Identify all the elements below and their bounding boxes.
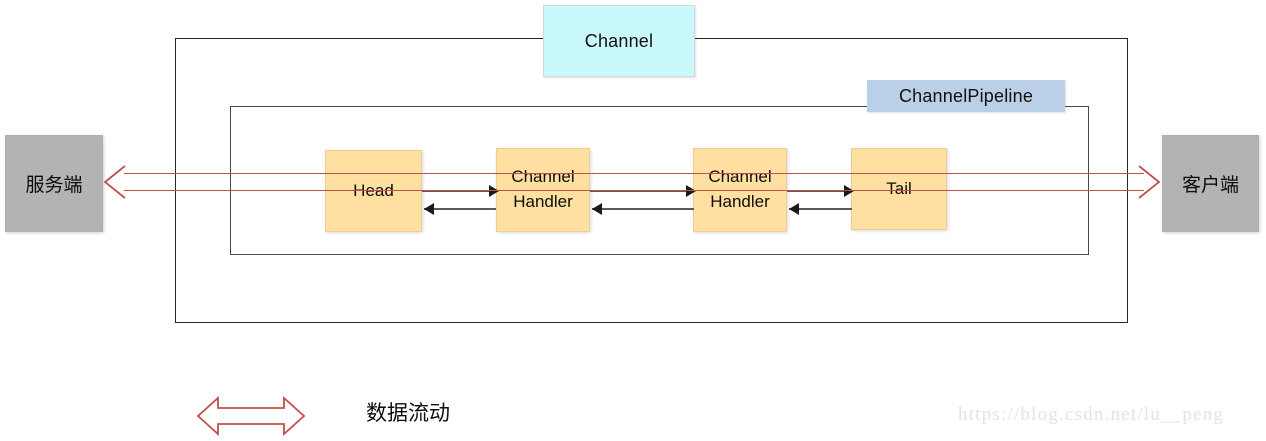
arrow-handler1-to-head-line — [424, 208, 496, 210]
handler-channelhandler-2-label: Channel Handler — [708, 167, 772, 211]
watermark-text: https://blog.csdn.net/lu__peng — [958, 404, 1225, 425]
arrow-head-to-handler1-tip — [489, 185, 499, 197]
arrow-handler2-to-handler1-tip — [592, 203, 602, 215]
handler-head-box: Head — [325, 150, 422, 232]
arrow-handler2-to-tail-line — [787, 190, 852, 192]
data-flow-line-bottom — [124, 190, 1144, 191]
handler-tail-label: Tail — [886, 178, 912, 198]
arrow-handler1-to-head-tip — [424, 203, 434, 215]
channel-pipeline-label-box: ChannelPipeline — [867, 80, 1065, 112]
data-flow-arrow-left-icon — [103, 165, 126, 199]
arrow-handler1-to-handler2-tip — [686, 185, 696, 197]
endpoint-server-box: 服务端 — [5, 135, 103, 232]
data-flow-arrow-right-icon — [1138, 165, 1161, 199]
channel-label-box: Channel — [543, 5, 695, 77]
legend-data-flow-arrow-icon — [196, 396, 306, 436]
data-flow-line-top — [124, 173, 1144, 174]
arrow-head-to-handler1-line — [422, 190, 498, 192]
arrow-handler2-to-handler1-line — [592, 208, 694, 210]
handler-tail-box: Tail — [851, 148, 947, 230]
endpoint-client-box: 客户端 — [1162, 135, 1259, 232]
arrow-handler2-to-tail-tip — [844, 185, 854, 197]
arrow-tail-to-handler2-line — [789, 208, 852, 210]
handler-channelhandler-2-box: Channel Handler — [693, 148, 787, 232]
handler-channelhandler-1-label: Channel Handler — [511, 167, 575, 211]
arrow-handler1-to-handler2-line — [590, 190, 694, 192]
legend-label: 数据流动 — [366, 402, 450, 425]
arrow-tail-to-handler2-tip — [789, 203, 799, 215]
channel-pipeline-frame — [230, 106, 1089, 255]
